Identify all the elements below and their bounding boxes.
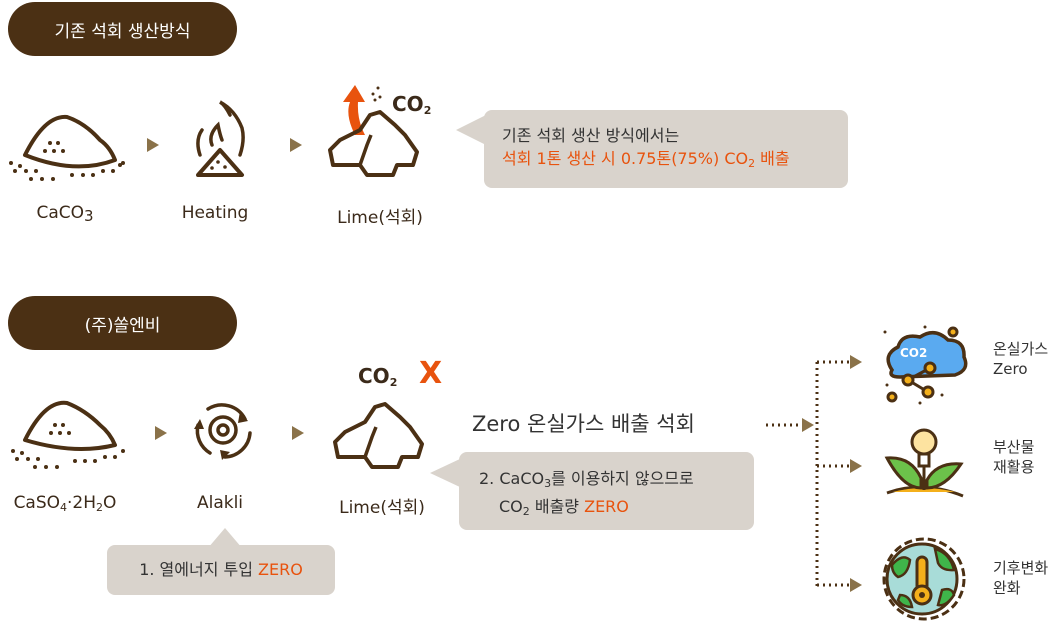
flow-arrow-icon	[155, 426, 167, 440]
callout-line: 기존 석회 생산 방식에서는	[502, 126, 680, 145]
step-label-caco3: CaCO3	[36, 203, 94, 225]
callout-line: 2. CaCO3를 이용하지 않으므로	[479, 469, 694, 490]
no-co2-x-mark: X	[419, 356, 443, 391]
lime-co2-emission-icon	[328, 85, 419, 177]
co2-label: CO2	[392, 92, 432, 117]
step-label-heating: Heating	[181, 203, 249, 223]
callout-zero-co2: 2. CaCO3를 이용하지 않으므로 CO2 배출량 ZERO	[459, 452, 754, 530]
callout-line: CO2 배출량 ZERO	[499, 497, 629, 518]
callout-highlight: 석회 1톤 생산 시 0.75톤(75%) CO2 배출	[502, 149, 790, 170]
step-label-lime: Lime(석회)	[337, 208, 423, 228]
lime-icon	[333, 402, 424, 469]
callout-pointer	[456, 115, 486, 145]
step-label-alkali: Alakli	[196, 493, 244, 513]
step-label-lime: Lime(석회)	[339, 498, 425, 518]
branch-connector	[766, 355, 862, 592]
svg-text:CO2: CO2	[900, 346, 927, 360]
callout-pointer	[208, 528, 242, 548]
globe-thermometer-icon	[882, 537, 966, 621]
step-label-caso4: CaSO4·2H2O	[13, 493, 117, 514]
flow-arrow-icon	[147, 138, 159, 152]
section-title-text: 기존 석회 생산방식	[54, 21, 191, 42]
section-title-text: (주)쏠엔비	[84, 315, 161, 336]
caso4-pile-icon	[11, 400, 125, 469]
callout-zero-energy: 1. 열에너지 투입 ZERO	[107, 545, 335, 595]
flow-arrow-icon	[292, 426, 304, 440]
callout-conventional: 기존 석회 생산 방식에서는 석회 1톤 생산 시 0.75톤(75%) CO2…	[484, 110, 848, 188]
zero-ghg-headline: Zero 온실가스 배출 석회	[472, 412, 695, 436]
flow-arrow-icon	[290, 138, 302, 152]
co2-cloud-network-icon: CO2	[883, 325, 968, 405]
callout-pointer	[430, 458, 462, 488]
co2-label: CO2	[358, 364, 398, 389]
section-title-conventional: 기존 석회 생산방식	[8, 2, 237, 56]
heating-fire-icon	[196, 100, 245, 177]
plant-lightbulb-icon	[884, 428, 964, 498]
section-title-solenb: (주)쏠엔비	[8, 296, 237, 350]
caco3-pile-icon	[9, 114, 125, 181]
alkali-recycle-icon	[194, 403, 252, 460]
